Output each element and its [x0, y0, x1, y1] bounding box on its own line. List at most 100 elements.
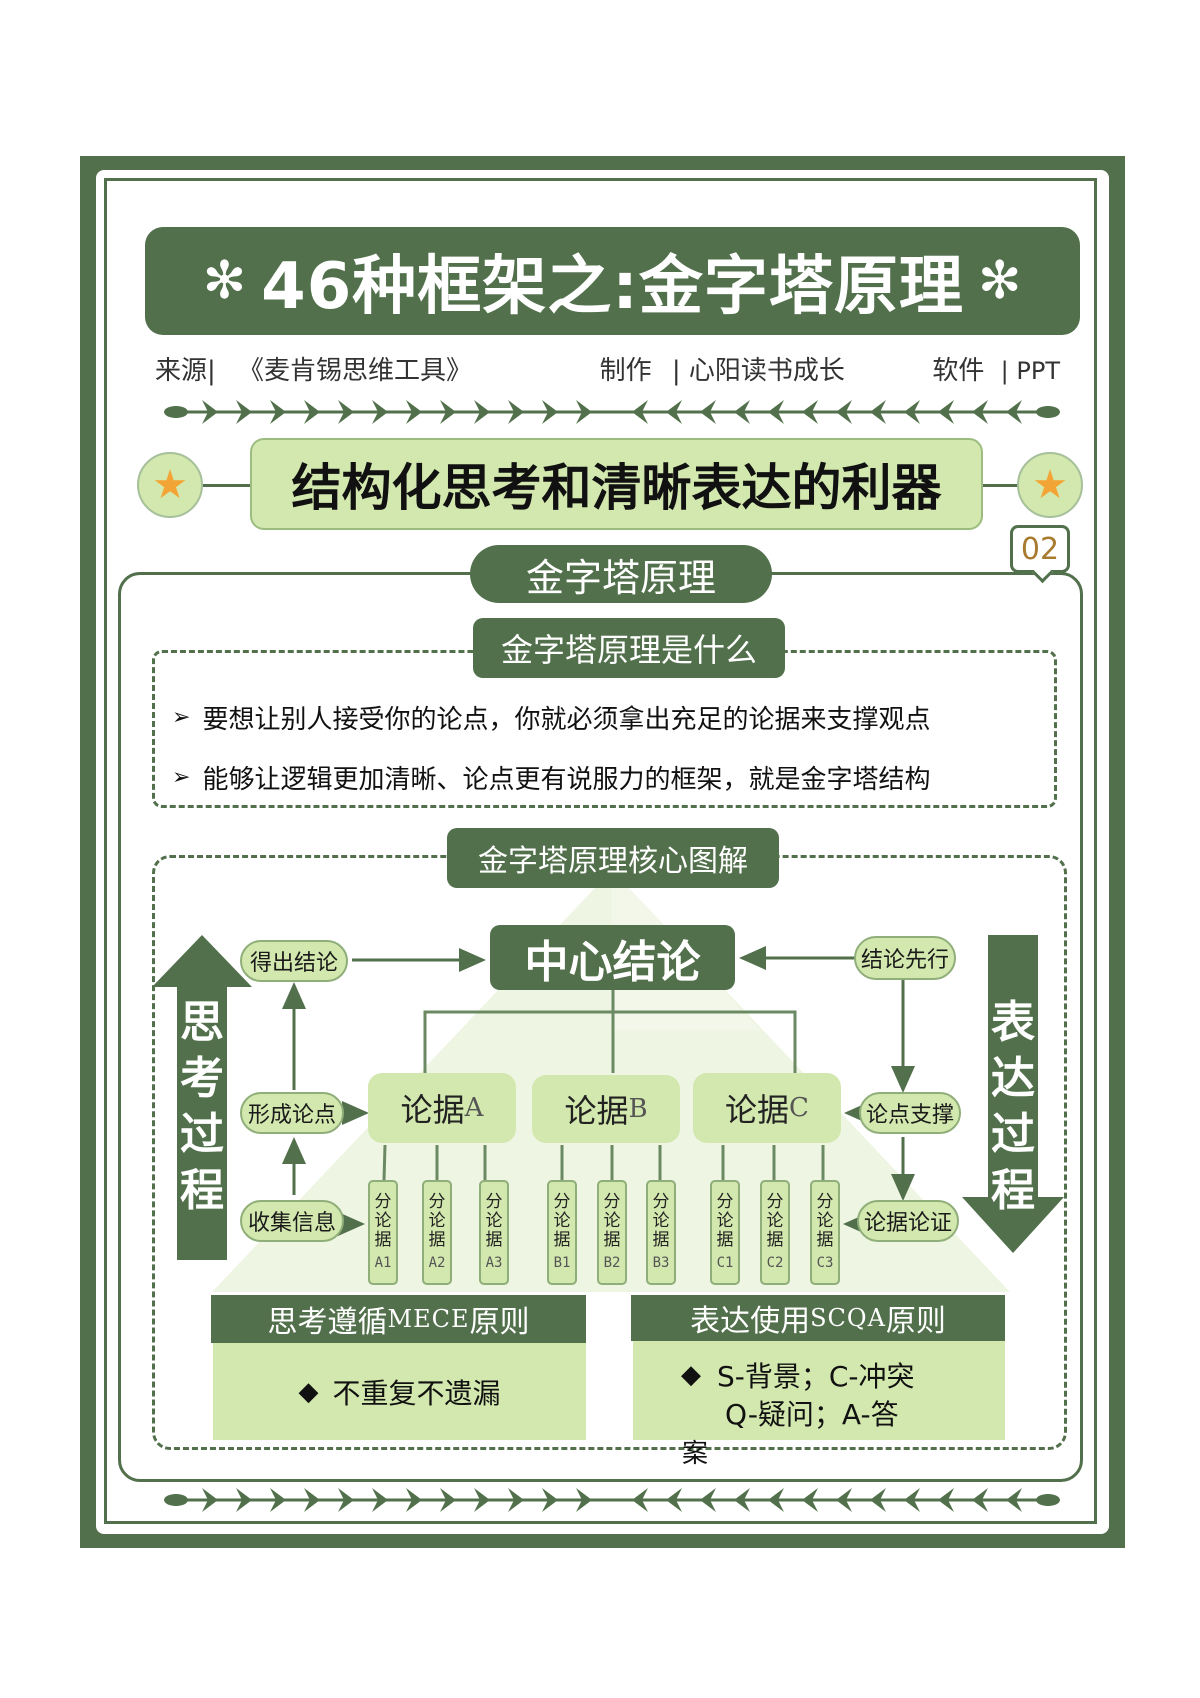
definition-bullet-text: 要想让别人接受你的论点，你就必须拿出充足的论据来支撑观点: [202, 704, 931, 735]
step-label: 形成论点: [247, 1103, 336, 1128]
definition-bullet: ➢ 能够让逻辑更加清晰、论点更有说服力的框架，就是金字塔结构: [172, 757, 1052, 797]
char: 论: [603, 1210, 621, 1231]
star-icon: ★: [1032, 462, 1068, 508]
argument-suffix: C: [789, 1093, 809, 1123]
sub-argument-a1: 分论据 A1: [368, 1180, 398, 1285]
sub-argument-b3: 分论据 B3: [646, 1180, 676, 1285]
step-pill-conclusion-first: 结论先行: [854, 936, 956, 980]
connector-line: [983, 484, 1018, 487]
subtitle-text: 结构化思考和清晰表达的利器: [291, 459, 942, 517]
vine-divider-top: [164, 400, 1060, 424]
maker-credit: 制作 | 心阳读书成长: [600, 350, 845, 390]
char: 分: [716, 1191, 734, 1212]
scqa-text: S-背景；C-冲突: [717, 1360, 915, 1393]
diamond-bullet-icon: ◆: [681, 1360, 701, 1390]
sub-argument-code: B1: [553, 1254, 571, 1271]
step-label: 论点支撑: [865, 1103, 954, 1128]
step-label: 收集信息: [247, 1211, 336, 1236]
scqa-text: Q-疑问；A-答: [725, 1398, 899, 1431]
char: 论: [553, 1210, 571, 1231]
mece-principle-body: ◆ 不重复不遗漏: [213, 1343, 586, 1440]
char: 据: [374, 1229, 392, 1250]
sub-argument-code: A1: [374, 1254, 392, 1271]
step-pill-draw-conclusion: 得出结论: [240, 940, 348, 982]
char: 分: [652, 1191, 670, 1212]
step-pill-evidence-proof: 论据论证: [857, 1200, 959, 1242]
char: 论: [766, 1210, 784, 1231]
scqa-principle-body: ◆ S-背景；C-冲突 Q-疑问；A-答: [633, 1341, 1005, 1440]
char: 据: [816, 1229, 834, 1250]
sub-argument-code: C3: [816, 1254, 834, 1271]
scqa-title-latin: SCQA: [810, 1304, 886, 1332]
sub-argument-code: A2: [428, 1254, 446, 1271]
char: 论: [485, 1210, 503, 1231]
scqa-overflow-text: 案: [682, 1439, 709, 1469]
step-pill-collect-info: 收集信息: [240, 1200, 344, 1242]
software-value: | PPT: [1000, 357, 1060, 385]
label-char: 思: [180, 997, 224, 1048]
flower-icon: ✻: [977, 251, 1023, 311]
char: 据: [716, 1229, 734, 1250]
expression-process-arrow-icon: [962, 935, 1064, 1253]
char: 分: [816, 1191, 834, 1212]
center-conclusion-label: 中心结论: [524, 936, 701, 988]
center-conclusion-node: 中心结论: [490, 925, 735, 990]
scqa-line-1: ◆ S-背景；C-冲突: [681, 1355, 915, 1395]
page-title-banner: ✻ 46种框架之:金字塔原理 ✻: [145, 227, 1080, 335]
page-number-badge: 02: [1010, 525, 1070, 573]
definition-title-tab: 金字塔原理是什么: [473, 618, 785, 678]
label-char: 表: [991, 997, 1035, 1048]
software-label: 软件: [932, 356, 985, 386]
label-char: 考: [180, 1053, 224, 1104]
char: 分: [485, 1191, 503, 1212]
diagram-title-tab: 金字塔原理核心图解: [447, 828, 779, 888]
page-title: 46种框架之:金字塔原理: [261, 250, 964, 324]
definition-bullet-text: 能够让逻辑更加清晰、论点更有说服力的框架，就是金字塔结构: [202, 764, 931, 795]
char: 分: [374, 1191, 392, 1212]
char: 分: [553, 1191, 571, 1212]
label-char: 达: [991, 1053, 1035, 1104]
scqa-title-part: 原则: [885, 1304, 946, 1339]
maker-value: | 心阳读书成长: [671, 356, 845, 386]
step-pill-argument-support: 论点支撑: [859, 1092, 961, 1134]
char: 据: [428, 1229, 446, 1250]
mece-title-part: 思考遵循: [267, 1305, 388, 1340]
arrow-bullet-icon: ➢: [172, 704, 191, 730]
char: 论: [716, 1210, 734, 1231]
sub-argument-code: C1: [716, 1254, 734, 1271]
label-char: 程: [180, 1165, 224, 1216]
mece-title-part: 原则: [469, 1305, 530, 1340]
vine-divider-bottom: [164, 1488, 1060, 1512]
star-icon: ★: [152, 462, 188, 508]
step-label: 结论先行: [860, 948, 949, 973]
source-label: 来源|: [155, 356, 216, 386]
frame-border-line: [104, 178, 1097, 1524]
sub-argument-code: C2: [766, 1254, 784, 1271]
page-number: 02: [1020, 531, 1060, 567]
argument-label: 论据: [564, 1092, 629, 1130]
char: 论: [652, 1210, 670, 1231]
source-credit: 来源| 《麦肯锡思维工具》: [155, 350, 472, 390]
char: 据: [652, 1229, 670, 1250]
argument-label: 论据: [400, 1091, 465, 1129]
mece-item: 不重复不遗漏: [332, 1376, 501, 1410]
subtitle-banner: 结构化思考和清晰表达的利器: [250, 438, 983, 530]
arrow-bullet-icon: ➢: [172, 764, 191, 790]
source-value: 《麦肯锡思维工具》: [238, 356, 473, 386]
sub-argument-code: B3: [652, 1254, 670, 1271]
label-char: 过: [180, 1109, 224, 1160]
argument-suffix: B: [628, 1094, 648, 1124]
argument-suffix: A: [464, 1093, 484, 1123]
argument-label: 论据: [725, 1091, 790, 1129]
star-badge-right: ★: [1017, 452, 1083, 518]
char: 论: [374, 1210, 392, 1231]
definition-bullet: ➢ 要想让别人接受你的论点，你就必须拿出充足的论据来支撑观点: [172, 697, 1052, 737]
